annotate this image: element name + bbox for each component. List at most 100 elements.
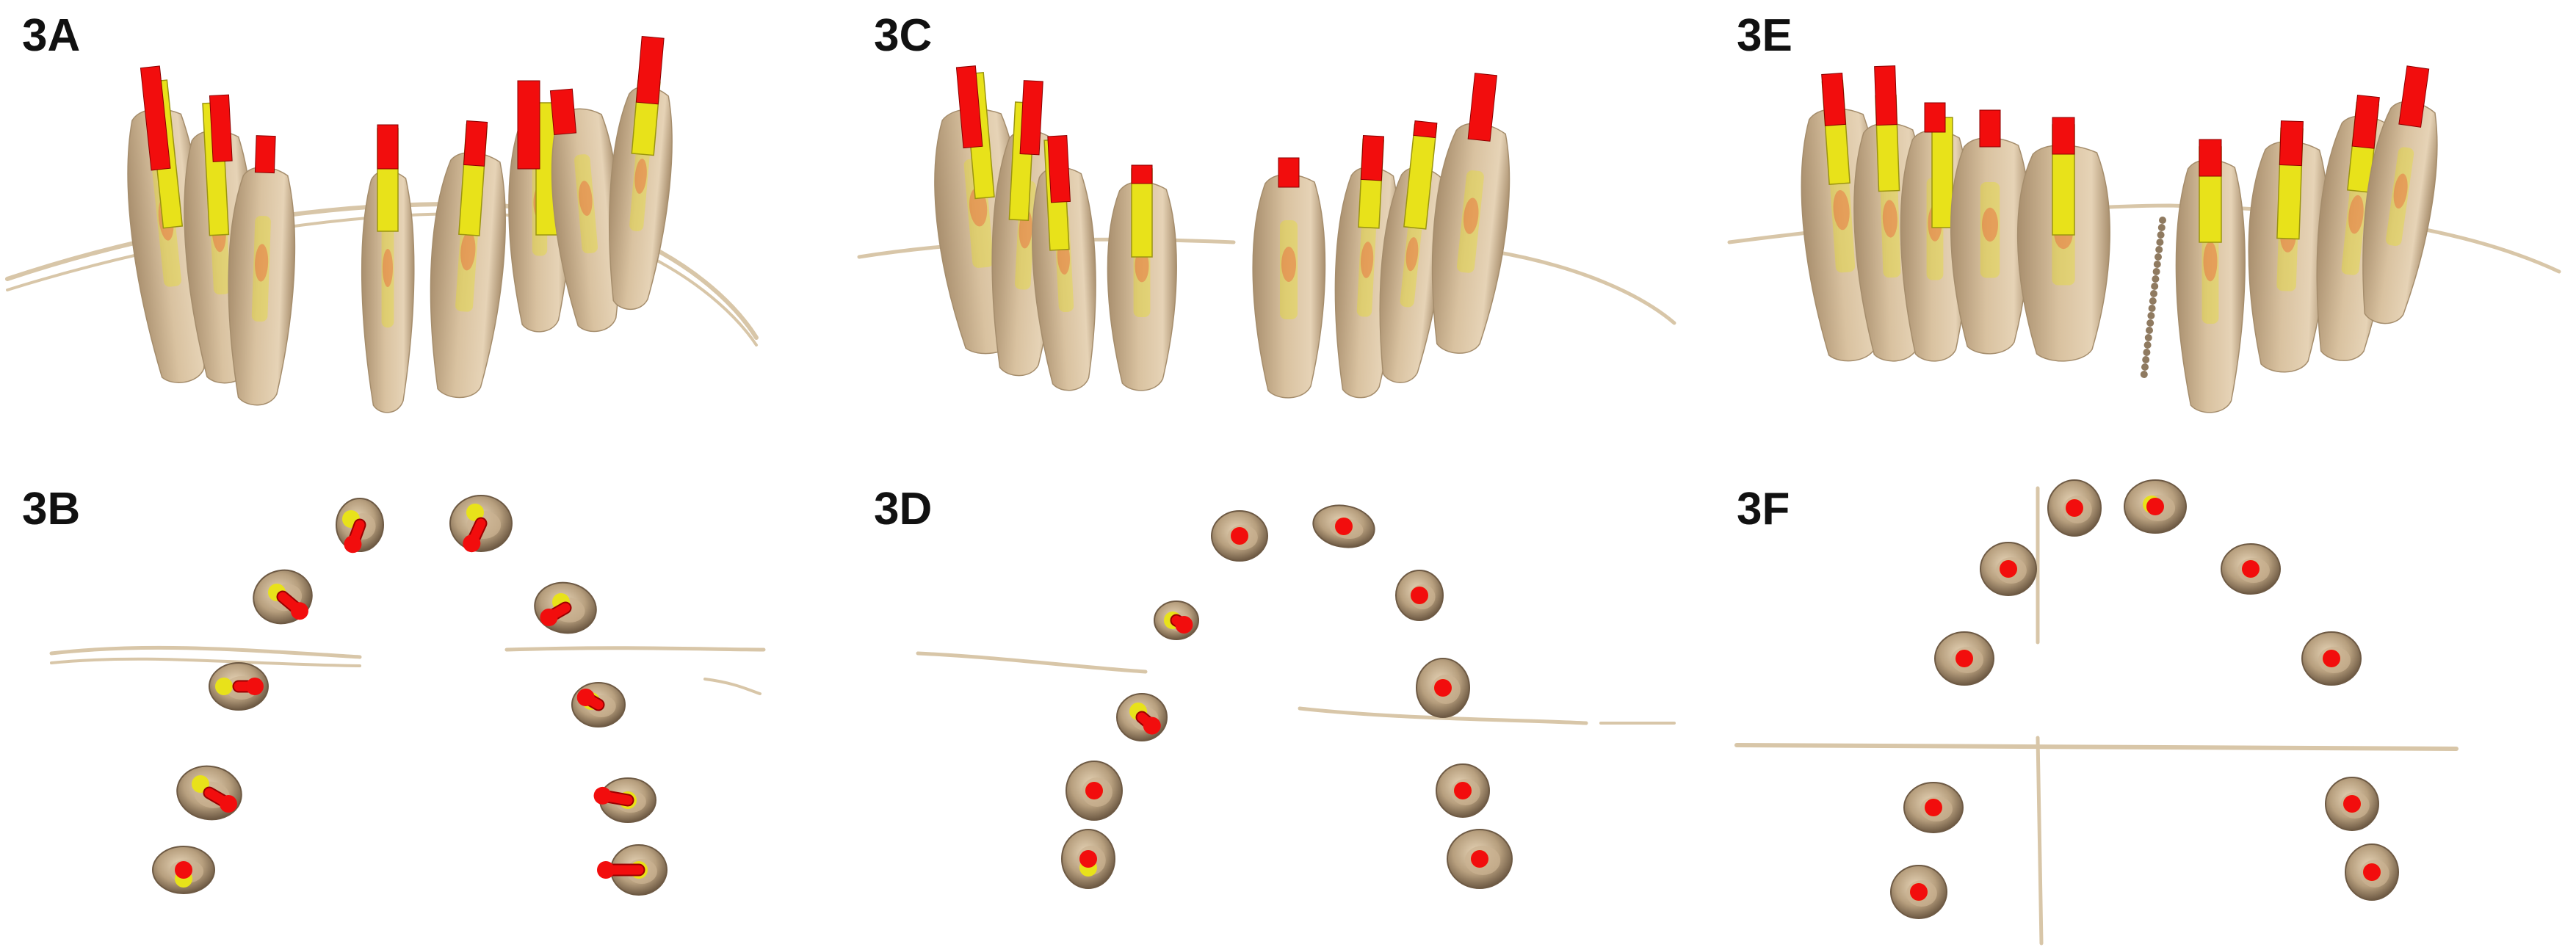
- canal-tint: [1828, 159, 1856, 273]
- root-surface: [2175, 159, 2246, 413]
- red-implant-post: [1874, 65, 1897, 126]
- arch-occlusal-view-3b: [49, 495, 766, 896]
- panel-label-3c: 3C: [874, 10, 933, 61]
- canal-red-tint: [1833, 189, 1850, 231]
- red-implant-dot: [1143, 716, 1161, 735]
- panel-label-3d: 3D: [874, 484, 933, 534]
- tooth-root: [1900, 102, 1970, 362]
- canal-red-tint: [2393, 173, 2408, 209]
- red-implant-post: [1413, 120, 1438, 139]
- tooth-root: [430, 120, 506, 399]
- root-surface: [1950, 137, 2030, 355]
- tooth-root: [1107, 164, 1177, 391]
- canal-red-tint: [1281, 247, 1296, 282]
- roots-frontal-view-3c: [857, 65, 1676, 399]
- panel-3c: 3C: [852, 0, 1715, 474]
- red-implant-dot: [2242, 560, 2260, 578]
- red-implant-post: [2398, 65, 2430, 128]
- chain-link: [2143, 341, 2152, 349]
- orthodontic-wire: [49, 645, 362, 659]
- red-implant-post: [1821, 73, 1847, 126]
- tooth-root: [1252, 157, 1326, 399]
- red-implant-post: [377, 124, 399, 170]
- yellow-implant-post: [1931, 117, 1953, 228]
- root-surface: [228, 167, 296, 406]
- root-surface: [2016, 145, 2110, 362]
- tooth-root: [549, 88, 621, 333]
- red-implant-dot: [2343, 795, 2361, 813]
- red-implant-post: [2199, 139, 2222, 177]
- red-implant-dot: [540, 609, 558, 626]
- chain-link: [2141, 363, 2149, 371]
- canal-red-tint: [383, 249, 393, 287]
- canal-red-tint: [1463, 197, 1479, 234]
- root-surface: [361, 170, 415, 413]
- orthodontic-wire: [1734, 743, 2459, 751]
- red-implant-dot: [290, 602, 308, 620]
- canal-red-tint: [1405, 237, 1419, 272]
- red-implant-post: [1979, 109, 2001, 148]
- red-implant-dot: [344, 535, 362, 554]
- red-implant-post: [635, 35, 665, 105]
- red-implant-dot: [2000, 560, 2017, 578]
- red-implant-post: [549, 88, 577, 136]
- chain-link: [2151, 283, 2159, 290]
- canal-red-tint: [255, 244, 269, 282]
- canal-red-tint: [460, 231, 476, 271]
- red-implant-post: [1019, 80, 1043, 156]
- red-implant-post: [1360, 135, 1384, 181]
- canal-tint: [1400, 211, 1423, 308]
- tooth-root: [2362, 65, 2438, 324]
- chain-link: [2159, 217, 2166, 224]
- chain-link: [2150, 290, 2157, 297]
- tooth-root: [609, 35, 673, 310]
- red-implant-post: [2351, 94, 2380, 149]
- red-implant-post: [1924, 102, 1946, 133]
- orthodontic-wire: [504, 646, 766, 652]
- red-implant-post: [1467, 73, 1497, 142]
- chain-link: [2157, 231, 2165, 239]
- canal-tint: [1356, 214, 1377, 317]
- red-implant-dot: [463, 534, 481, 553]
- red-implant-dot: [1175, 616, 1193, 634]
- canal-red-tint: [1882, 200, 1897, 238]
- red-implant-post: [2052, 117, 2075, 155]
- red-implant-post: [1131, 164, 1153, 184]
- root-surface: [1431, 123, 1510, 354]
- tooth-root: [1032, 135, 1096, 391]
- panel-3a: 3A: [0, 0, 852, 474]
- canal-tint: [574, 154, 598, 254]
- root-surface: [1252, 174, 1326, 399]
- red-implant-dot: [1925, 799, 1942, 816]
- tooth-root: [2248, 120, 2329, 373]
- chain-link: [2140, 371, 2148, 378]
- red-implant-post: [955, 65, 983, 149]
- canal-tint: [1456, 170, 1484, 273]
- red-implant-dot: [175, 861, 192, 879]
- red-implant-post: [140, 65, 171, 171]
- panel-label-3e: 3E: [1737, 10, 1792, 61]
- canal-red-tint: [2348, 195, 2364, 234]
- red-implant-dot: [2323, 650, 2340, 667]
- red-implant-dot: [246, 678, 264, 695]
- red-implant-dot: [1335, 518, 1353, 535]
- chain-link: [2148, 305, 2156, 312]
- root-surface: [430, 152, 506, 399]
- roots-frontal-view-3e: [1727, 65, 2561, 413]
- red-implant-post: [517, 80, 540, 170]
- tooth-root: [1379, 120, 1444, 383]
- canal-tint: [381, 220, 394, 328]
- panel-label-3f: 3F: [1737, 484, 1790, 534]
- roots-frontal-view-3a: [5, 35, 759, 413]
- red-implant-dot: [2363, 863, 2381, 881]
- red-implant-dot: [1079, 850, 1097, 868]
- canal-red-tint: [634, 159, 647, 195]
- chain-link: [2152, 268, 2160, 275]
- red-implant-dot: [1454, 782, 1472, 799]
- tooth-root: [228, 135, 296, 406]
- arch-occlusal-view-3d: [916, 504, 1676, 889]
- canal-tint: [1879, 171, 1901, 278]
- canal-red-tint: [1361, 242, 1374, 278]
- tooth-root: [2175, 139, 2246, 413]
- arch-occlusal-view-3f: [1734, 479, 2459, 946]
